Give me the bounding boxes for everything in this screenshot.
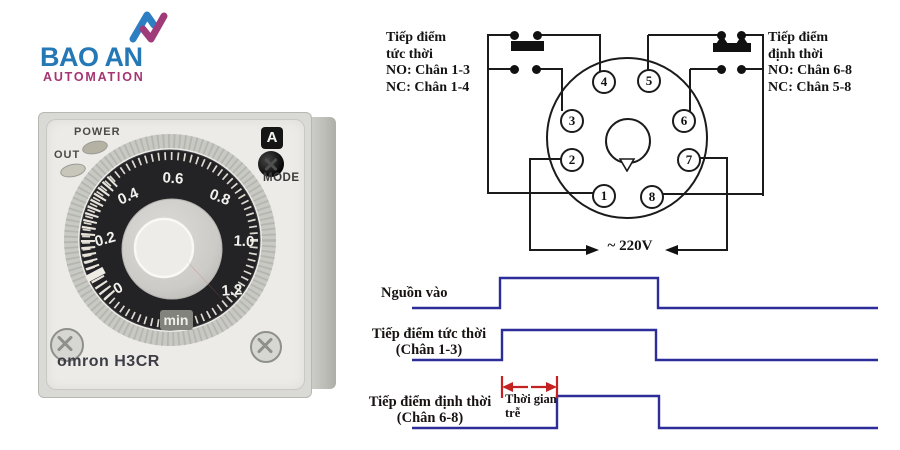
instant-contact-label: Tiếp điểm tức thời NO: Chân 1-3 NC: Chân… <box>386 30 471 95</box>
wire <box>487 34 489 194</box>
contact-terminal <box>510 65 519 74</box>
wire <box>530 249 587 251</box>
wire <box>648 34 722 36</box>
delay-time-label: Thời gian trễ <box>505 392 557 420</box>
dial-number: 0.8 <box>207 186 233 209</box>
mode-label: MODE <box>263 172 300 184</box>
waveform-instant-contact <box>412 328 878 362</box>
contact-terminal <box>717 65 726 74</box>
wire <box>742 68 764 70</box>
delay-contact-mark <box>736 35 748 44</box>
timing-diagram <box>360 265 900 450</box>
socket-keyway-notch <box>618 158 636 177</box>
dial-unit: min <box>164 312 189 328</box>
wire <box>529 158 531 251</box>
power-label: POWER <box>74 126 121 138</box>
socket-pin-5: 5 <box>637 69 661 93</box>
wire <box>647 35 649 71</box>
socket-pin-4: 4 <box>592 70 616 94</box>
wire <box>742 34 764 36</box>
arrow-left-icon <box>665 245 678 255</box>
dial-pointer <box>186 260 238 316</box>
unit-tag <box>160 310 193 330</box>
timing-row-label-input: Nguồn vào <box>381 285 448 301</box>
omron-logo: omron <box>57 353 110 370</box>
screw-icon <box>50 328 84 362</box>
wire <box>488 192 594 194</box>
wire <box>659 193 763 195</box>
timing-row-label-delayed: Tiếp điểm định thời (Chân 6-8) <box>368 394 492 426</box>
wire <box>690 68 722 70</box>
nc-contact-bar <box>511 41 544 51</box>
waveform-input <box>412 276 878 310</box>
wire <box>678 249 728 251</box>
arrow-right-icon <box>586 245 599 255</box>
wire <box>696 157 728 159</box>
socket-pin-7: 7 <box>677 148 701 172</box>
socket-pin-6: 6 <box>672 109 696 133</box>
wire <box>538 34 601 36</box>
model-number: H3CR <box>114 353 160 370</box>
delay-arrow-right-icon <box>546 382 557 392</box>
socket-pin-8: 8 <box>640 185 664 209</box>
dial-number: 0.6 <box>162 169 184 187</box>
timing-row-label-instant: Tiếp điểm tức thời (Chân 1-3) <box>371 326 487 358</box>
wire <box>599 35 601 73</box>
delay-contact-mark <box>716 35 728 44</box>
socket-circle <box>546 57 708 219</box>
socket-keyway <box>605 118 651 164</box>
wire <box>762 34 764 196</box>
delayed-contact-label: Tiếp điểm định thời NO: Chân 6-8 NC: Châ… <box>768 30 853 95</box>
screw-icon <box>250 331 282 363</box>
contact-terminal <box>510 31 519 40</box>
wire <box>537 68 563 70</box>
wire <box>488 68 515 70</box>
wire <box>726 157 728 251</box>
delay-arrow-left-icon <box>502 382 513 392</box>
wire <box>488 34 515 36</box>
dial-number: 0.2 <box>93 228 118 250</box>
baoan-logo-icon <box>127 8 171 46</box>
timer-side-panel <box>309 117 336 389</box>
waveform-delayed-contact <box>412 394 878 430</box>
timer-dial: 0 0.2 0.4 0.6 0.8 1.0 1.2 min <box>64 134 276 346</box>
mode-a-badge: A <box>261 127 283 149</box>
brand-name: BAO AN <box>40 42 143 72</box>
socket-pin-1: 1 <box>592 184 616 208</box>
nc-delay-contact-bar <box>713 43 751 52</box>
contact-terminal <box>737 65 746 74</box>
contact-terminal <box>532 65 541 74</box>
dial-number: 1.0 <box>233 232 255 250</box>
dial-number: 1.2 <box>221 281 243 299</box>
supply-voltage-label: ~ 220V <box>607 238 653 254</box>
wire <box>530 158 562 160</box>
out-label: OUT <box>54 149 81 161</box>
device-brand-model: omron H3CR <box>57 353 160 371</box>
contact-terminal <box>533 31 542 40</box>
mode-knob <box>258 151 284 177</box>
socket-pin-2: 2 <box>560 148 584 172</box>
socket-pin-3: 3 <box>560 109 584 133</box>
brand-subtitle: AUTOMATION <box>43 70 145 84</box>
